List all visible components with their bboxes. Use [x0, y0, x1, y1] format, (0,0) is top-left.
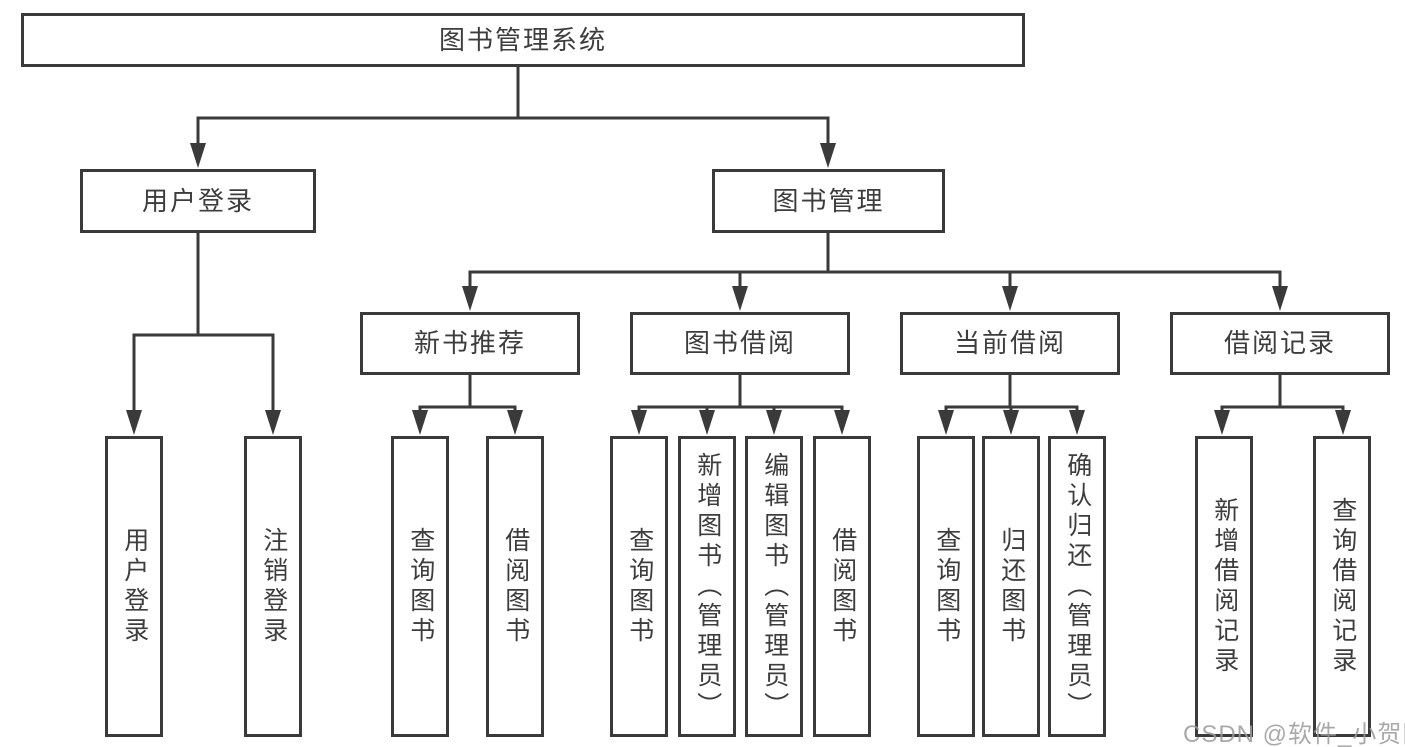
leaf-nb-query-books: 查询图书 [391, 436, 449, 737]
leaf-bb-query-books: 查询图书 [610, 436, 668, 737]
leaf-nb-borrow-books: 借阅图书 [486, 436, 544, 737]
node-library-system: 图书管理系统 [21, 13, 1025, 67]
node-user-login: 用户登录 [80, 169, 316, 233]
node-book-management: 图书管理 [712, 169, 945, 233]
node-current-borrowing: 当前借阅 [900, 312, 1120, 375]
leaf-br-add-record: 新增借阅记录 [1195, 436, 1253, 737]
leaf-bb-add-books-admin: 新增图书（管理员） [678, 436, 736, 737]
leaf-logout: 注销登录 [244, 436, 302, 737]
leaf-cb-return-books: 归还图书 [982, 436, 1040, 737]
node-book-borrowing: 图书借阅 [630, 312, 850, 375]
csdn-watermark: CSDN @软件_小贺同学 [1183, 721, 1405, 747]
node-new-book-recommend: 新书推荐 [360, 312, 580, 375]
leaf-bb-borrow-books: 借阅图书 [813, 436, 871, 737]
leaf-br-query-record: 查询借阅记录 [1313, 436, 1371, 737]
leaf-bb-edit-books-admin: 编辑图书（管理员） [745, 436, 803, 737]
leaf-user-login: 用户登录 [105, 436, 163, 737]
leaf-cb-confirm-return-admin: 确认归还（管理员） [1048, 436, 1106, 737]
node-borrowing-records: 借阅记录 [1170, 312, 1390, 375]
leaf-cb-query-books: 查询图书 [917, 436, 975, 737]
